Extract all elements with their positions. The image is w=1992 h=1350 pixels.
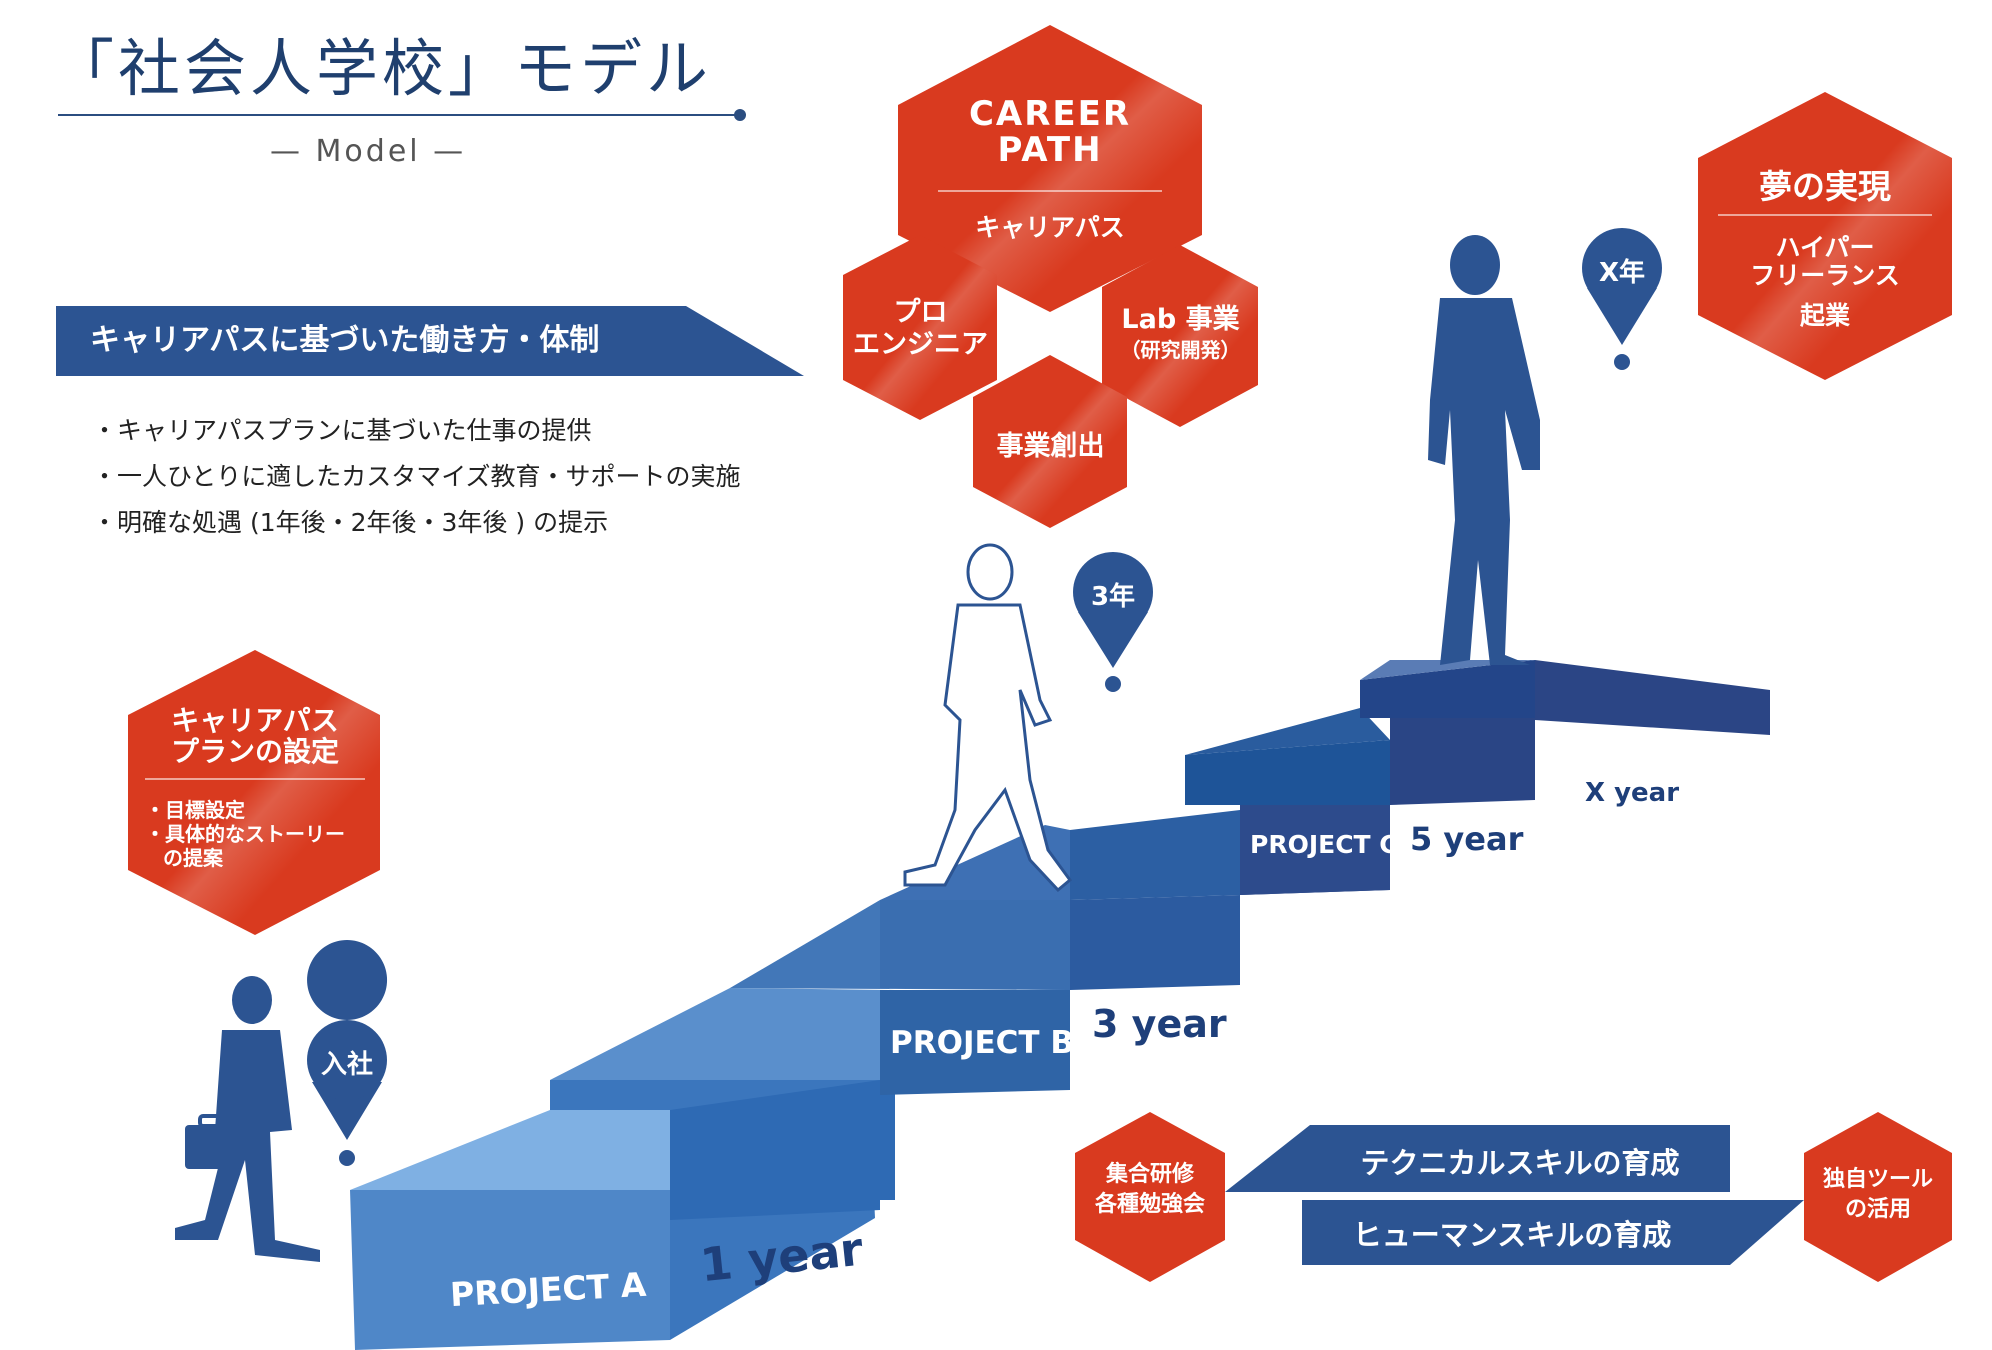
human-skill-ribbon: [1302, 1200, 1804, 1265]
bullet-item: ・一人ひとりに適したカスタマイズ教育・サポートの実施: [92, 462, 741, 491]
plan-title-line2: プランの設定: [170, 735, 339, 768]
group-training-hexagon: [1075, 1112, 1225, 1282]
tools-line1: 独自ツール: [1822, 1167, 1933, 1192]
bullet-list: ・キャリアパスプランに基づいた仕事の提供 ・一人ひとりに適したカスタマイズ教育・…: [92, 408, 741, 546]
group-training-line1: 集合研修: [1105, 1162, 1194, 1187]
career-path-title: CAREER PATH: [950, 96, 1150, 168]
group-training-label: 集合研修 各種勉強会: [1080, 1160, 1220, 1220]
three-year-pin-label: 3年: [1090, 582, 1136, 612]
plan-item: ・具体的なストーリー: [145, 822, 345, 846]
stair-step: [880, 990, 1070, 1095]
pro-engineer-label-line1: プロ: [893, 297, 948, 328]
project-b-label: PROJECT B: [890, 1025, 1074, 1061]
project-c-label: PROJECT C: [1250, 830, 1398, 859]
dream-title: 夢の実現: [1759, 167, 1891, 206]
tools-hexagon: [1804, 1112, 1952, 1282]
three-year-pin-icon: [1073, 552, 1153, 692]
walking-person-outline-icon: [903, 543, 1073, 893]
career-path-title-line1: CAREER: [968, 94, 1132, 134]
year-5-label: 5 year: [1410, 820, 1524, 858]
lab-hexagon: [1102, 245, 1258, 427]
stair-step: [1185, 708, 1390, 755]
technical-skill-ribbon: [1225, 1125, 1730, 1192]
join-pin-icon: [307, 940, 388, 1166]
stair-step: [1360, 660, 1535, 718]
title-underline: [58, 114, 738, 116]
pro-engineer-hexagon: [843, 235, 997, 420]
stair-step: [1535, 660, 1770, 735]
plan-items: ・目標設定 ・具体的なストーリー の提案: [145, 798, 365, 870]
career-path-title-line2: PATH: [997, 130, 1103, 170]
stair-step: [670, 1080, 880, 1220]
stair-step: [1240, 805, 1390, 895]
career-path-hexagon: [898, 25, 1202, 312]
lab-label-line1: Lab 事業: [1121, 304, 1240, 335]
pro-engineer-label-line2: エンジニア: [853, 329, 988, 360]
plan-divider: [145, 778, 365, 780]
technical-skill-label: テクニカルスキルの育成: [1360, 1146, 1680, 1180]
dream-line2: フリーランス: [1750, 261, 1900, 290]
section-heading: キャリアパスに基づいた働き方・体制: [90, 323, 600, 358]
dream-details: ハイパー フリーランス 起業: [1720, 234, 1930, 330]
bullet-item: ・明確な処遇 (1年後・2年後・3年後 ) の提示: [92, 508, 609, 537]
page-subtitle: — Model —: [270, 134, 467, 169]
stair-step: [1070, 810, 1240, 900]
career-path-divider: [938, 190, 1162, 192]
join-pin-label: 入社: [320, 1050, 373, 1080]
stair-step: [880, 900, 1070, 990]
tools-label: 独自ツール の活用: [1808, 1165, 1948, 1225]
person-with-briefcase-icon: [175, 976, 320, 1262]
lab-label: Lab 事業 （研究開発）: [1108, 305, 1253, 365]
dream-line3: 起業: [1799, 301, 1850, 330]
tools-line2: の活用: [1844, 1197, 1911, 1222]
plan-item: の提案: [163, 846, 223, 870]
plan-item: ・目標設定: [145, 798, 245, 822]
year-3-label: 3 year: [1092, 1002, 1227, 1046]
dream-line1: ハイパー: [1775, 233, 1875, 262]
year-x-label: X year: [1585, 778, 1680, 808]
stair-step: [1185, 740, 1390, 805]
plan-hexagon: [128, 650, 380, 935]
pro-engineer-label: プロ エンジニア: [848, 297, 993, 361]
stair-step: [350, 1190, 670, 1350]
group-training-line2: 各種勉強会: [1094, 1192, 1205, 1217]
title-underline-dot: [734, 109, 746, 121]
plan-title-line1: キャリアパス: [171, 704, 339, 737]
plan-title: キャリアパス プランの設定: [150, 705, 360, 767]
business-label: 事業創出: [996, 431, 1105, 462]
stair-step: [550, 988, 895, 1080]
business-hexagon: [973, 355, 1127, 528]
stair-step: [1070, 895, 1240, 990]
section-heading-band: [56, 306, 804, 376]
human-skill-label: ヒューマンスキルの育成: [1352, 1218, 1672, 1252]
x-year-pin-label: X年: [1598, 258, 1646, 288]
standing-person-icon: [1428, 235, 1540, 665]
bullet-item: ・キャリアパスプランに基づいた仕事の提供: [92, 416, 592, 445]
dream-divider: [1718, 214, 1932, 216]
page-title: 「社会人学校」モデル: [52, 32, 713, 105]
lab-label-line2: （研究開発）: [1120, 338, 1241, 362]
x-year-pin-icon: [1582, 228, 1662, 370]
stair-step: [1390, 718, 1535, 805]
dream-hexagon: [1698, 92, 1952, 380]
career-path-subtitle: キャリアパス: [975, 213, 1125, 242]
